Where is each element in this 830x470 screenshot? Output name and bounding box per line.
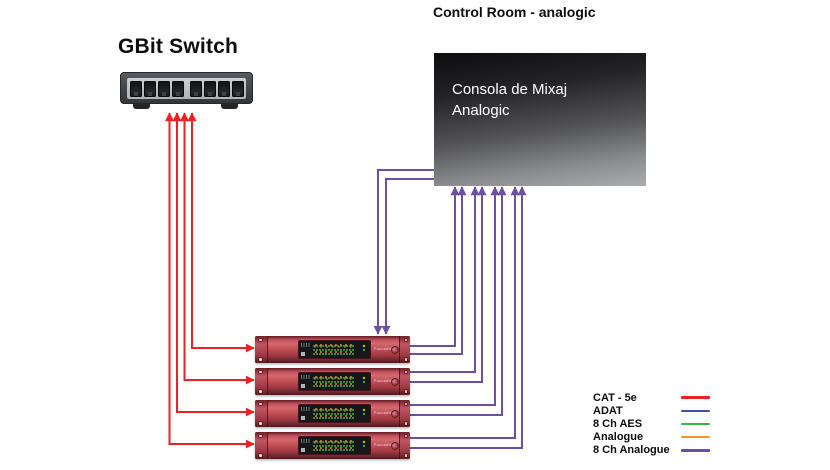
- front-knob: [391, 441, 399, 450]
- brand-label: Focusrite: [374, 346, 393, 351]
- ethernet-port: [157, 80, 170, 97]
- led-grid: [313, 440, 354, 451]
- legend-row: 8 Ch Analogue: [593, 444, 710, 457]
- gbit-switch-graphic: [120, 72, 253, 104]
- device-logo: [301, 352, 305, 356]
- front-knob: [391, 345, 399, 354]
- analogue-in-cable-2b: [410, 186, 487, 383]
- legend-swatch-analogue: [681, 435, 710, 439]
- switch-title: GBit Switch: [118, 35, 239, 58]
- legend-swatch-8ch-analogue: [681, 449, 710, 452]
- front-knob: [391, 377, 399, 386]
- device-logo: [301, 384, 305, 388]
- ethernet-port: [189, 80, 202, 97]
- rack-screw: [404, 402, 407, 405]
- legend-label: 8 Ch AES: [593, 417, 643, 430]
- port-group-left: [129, 80, 184, 97]
- ethernet-port: [231, 80, 244, 97]
- legend-swatch-cat5e: [681, 396, 710, 399]
- rack-ear: [399, 400, 410, 427]
- rack-screw: [259, 338, 262, 341]
- switch-port-strip: [127, 78, 246, 99]
- legend: CAT - 5e ADAT 8 Ch AES Analogue 8 Ch Ana…: [593, 391, 710, 457]
- analogue-in-cable-3b: [410, 186, 507, 416]
- led-meter-panel: [298, 404, 371, 423]
- front-knob: [391, 409, 399, 418]
- rack-screw: [259, 402, 262, 405]
- port-group-right: [189, 80, 244, 97]
- rack-screw: [259, 358, 262, 361]
- console-label-line2: Analogic: [452, 102, 510, 119]
- rack-screw: [259, 370, 262, 373]
- rack-screw: [404, 338, 407, 341]
- legend-label: ADAT: [593, 404, 623, 417]
- brand-label: Focusrite: [374, 378, 393, 383]
- led-grid: [313, 344, 354, 355]
- legend-row: CAT - 5e: [593, 391, 710, 404]
- legend-swatch-aes: [681, 422, 710, 426]
- rack-screw: [404, 434, 407, 437]
- brand-label: Focusrite: [374, 442, 393, 447]
- analogue-out-cable-1: [373, 169, 434, 335]
- device-logo: [301, 448, 305, 452]
- switch-foot: [133, 103, 150, 109]
- analogue-in-cable-3a: [410, 186, 500, 406]
- device-logo: [301, 416, 305, 420]
- analogue-in-cable-1a: [410, 186, 460, 347]
- rack-screw: [404, 422, 407, 425]
- rack-ear: [399, 432, 410, 459]
- switch-foot: [221, 103, 238, 109]
- led-grid: [313, 376, 354, 387]
- device-rack-3: Focusrite: [255, 400, 410, 427]
- rack-ear: [255, 368, 268, 395]
- legend-label: 8 Ch Analogue: [593, 444, 670, 457]
- rack-screw: [404, 454, 407, 457]
- rack-screw: [259, 422, 262, 425]
- mixing-console-box: Consola de Mixaj Analogic: [434, 53, 646, 186]
- rack-ear: [255, 432, 268, 459]
- cat5e-cable-3: [172, 112, 255, 417]
- legend-swatch-adat: [681, 409, 710, 413]
- rack-ear: [255, 336, 268, 363]
- device-rack-1: Focusrite: [255, 336, 410, 363]
- led-grid: [313, 408, 354, 419]
- rack-screw: [259, 390, 262, 393]
- console-label: Consola de Mixaj Analogic: [452, 79, 612, 121]
- console-label-line1: Consola de Mixaj: [452, 81, 568, 98]
- legend-row: 8 Ch AES: [593, 417, 710, 430]
- analogue-in-cable-1b: [410, 186, 467, 355]
- rack-screw: [404, 370, 407, 373]
- legend-row: Analogue: [593, 431, 710, 444]
- device-rack-4: Focusrite: [255, 432, 410, 459]
- legend-label: CAT - 5e: [593, 391, 637, 404]
- cat5e-cables: [165, 112, 255, 449]
- ethernet-port: [217, 80, 230, 97]
- analogue-in-cable-4a: [410, 186, 520, 439]
- rack-screw: [404, 358, 407, 361]
- legend-label: Analogue: [593, 431, 644, 444]
- legend-row: ADAT: [593, 404, 710, 417]
- led-meter-panel: [298, 372, 371, 391]
- led-meter-panel: [298, 340, 371, 359]
- ethernet-port: [203, 80, 216, 97]
- brand-label: Focusrite: [374, 410, 393, 415]
- rack-screw: [404, 390, 407, 393]
- device-rack-2: Focusrite: [255, 368, 410, 395]
- cat5e-cable-4: [165, 112, 255, 449]
- analogue-out-cable-2: [381, 178, 434, 335]
- cat5e-cable-2: [180, 112, 255, 385]
- ethernet-port: [129, 80, 142, 97]
- led-meter-panel: [298, 436, 371, 455]
- rack-screw: [259, 434, 262, 437]
- rack-ear: [399, 336, 410, 363]
- analogue-in-cable-4b: [410, 186, 527, 449]
- rack-screw: [259, 454, 262, 457]
- ethernet-port: [171, 80, 184, 97]
- rack-ear: [399, 368, 410, 395]
- rack-ear: [255, 400, 268, 427]
- room-title: Control Room - analogic: [433, 4, 596, 20]
- ethernet-port: [143, 80, 156, 97]
- analogue-in-cable-2a: [410, 186, 480, 373]
- cat5e-cable-1: [187, 112, 255, 353]
